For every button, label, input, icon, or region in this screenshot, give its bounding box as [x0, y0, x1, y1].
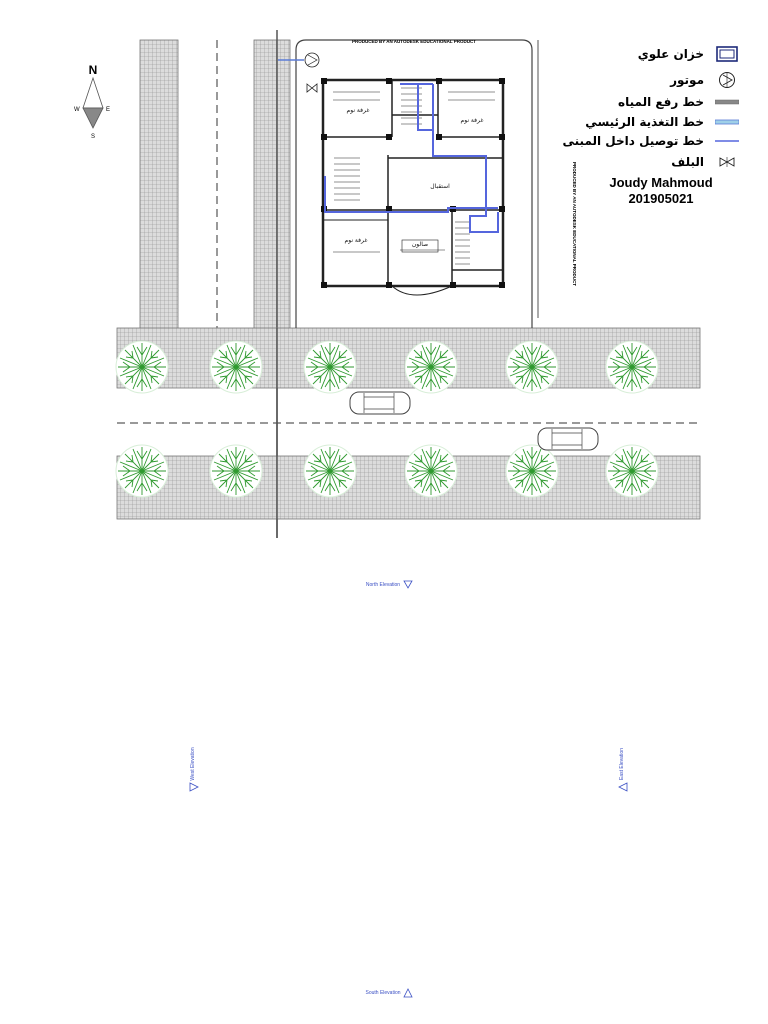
tree-icon	[404, 444, 458, 498]
tree-icon	[303, 444, 357, 498]
left-sidewalk	[139, 39, 179, 331]
car-icon	[537, 427, 599, 451]
west-elevation-label: West Elevation	[190, 747, 196, 780]
tree-icon	[209, 340, 263, 394]
room-label: صالون	[412, 241, 428, 248]
legend-item-tank: خزان علوي	[638, 44, 740, 64]
room-label: غرفة نوم	[347, 107, 370, 114]
pump-icon	[714, 71, 740, 89]
plot-boundary	[295, 39, 533, 328]
north-arrow-icon: N W E S	[74, 63, 110, 140]
legend-item-internal-line: خط توصيل داخل المبنى	[563, 131, 741, 151]
room-label: استقبال	[430, 183, 450, 190]
legend-label: موتور	[670, 73, 704, 87]
tree-icon	[115, 340, 169, 394]
stamp-top: PRODUCED BY AN AUTODESK EDUCATIONAL PROD…	[352, 39, 476, 44]
compass-west: W	[74, 107, 80, 113]
tree-icon	[505, 340, 559, 394]
floor-plan	[321, 78, 505, 296]
south-elevation-label: South Elevation	[365, 990, 400, 996]
author-id: 201905021	[628, 191, 694, 206]
author-name: Joudy Mahmoud	[609, 175, 713, 190]
compass-north: N	[89, 63, 98, 77]
legend-label: خط توصيل داخل المبنى	[562, 134, 705, 148]
east-elevation-marker-icon	[618, 782, 628, 792]
room-label: غرفة نوم	[461, 117, 484, 124]
tree-icon	[605, 444, 659, 498]
pump-icon	[304, 52, 320, 68]
north-elevation-label: North Elevation	[366, 582, 400, 588]
legend-item-main-supply: خط التغذية الرئيسي	[585, 112, 740, 132]
internal-water-line	[324, 83, 499, 233]
legend-item-pump: موتور	[670, 70, 740, 90]
legend-label: خط التغذية الرئيسي	[585, 115, 704, 129]
south-elevation-marker-icon	[403, 988, 413, 998]
tree-icon	[404, 340, 458, 394]
legend-label: البلف	[671, 155, 704, 169]
main-supply-line-icon	[714, 118, 740, 126]
room-label: غرفة نوم	[345, 237, 368, 244]
compass-east: E	[106, 107, 110, 113]
valve-icon	[306, 83, 318, 93]
middle-sidewalk	[253, 39, 291, 331]
valve-icon	[714, 156, 740, 168]
tank-icon	[714, 46, 740, 62]
compass-south: S	[91, 134, 95, 140]
car-icon	[349, 391, 411, 415]
riser-line-icon	[714, 98, 740, 106]
tree-icon	[209, 444, 263, 498]
internal-line-icon	[714, 137, 740, 145]
west-elevation-marker-icon	[189, 782, 199, 792]
tree-icon	[605, 340, 659, 394]
tree-icon	[115, 444, 169, 498]
author-block: Joudy Mahmoud 201905021	[586, 175, 736, 207]
tree-icon	[505, 444, 559, 498]
north-elevation-marker-icon	[403, 580, 413, 589]
east-elevation-label: East Elevation	[619, 748, 625, 780]
legend-label: خزان علوي	[637, 47, 704, 61]
legend-item-riser-line: خط رفع المياه	[618, 92, 740, 112]
tree-icon	[303, 340, 357, 394]
legend-item-valve: البلف	[671, 152, 740, 172]
stamp-side: PRODUCED BY AN AUTODESK EDUCATIONAL PROD…	[572, 162, 577, 286]
legend-label: خط رفع المياه	[618, 95, 704, 109]
